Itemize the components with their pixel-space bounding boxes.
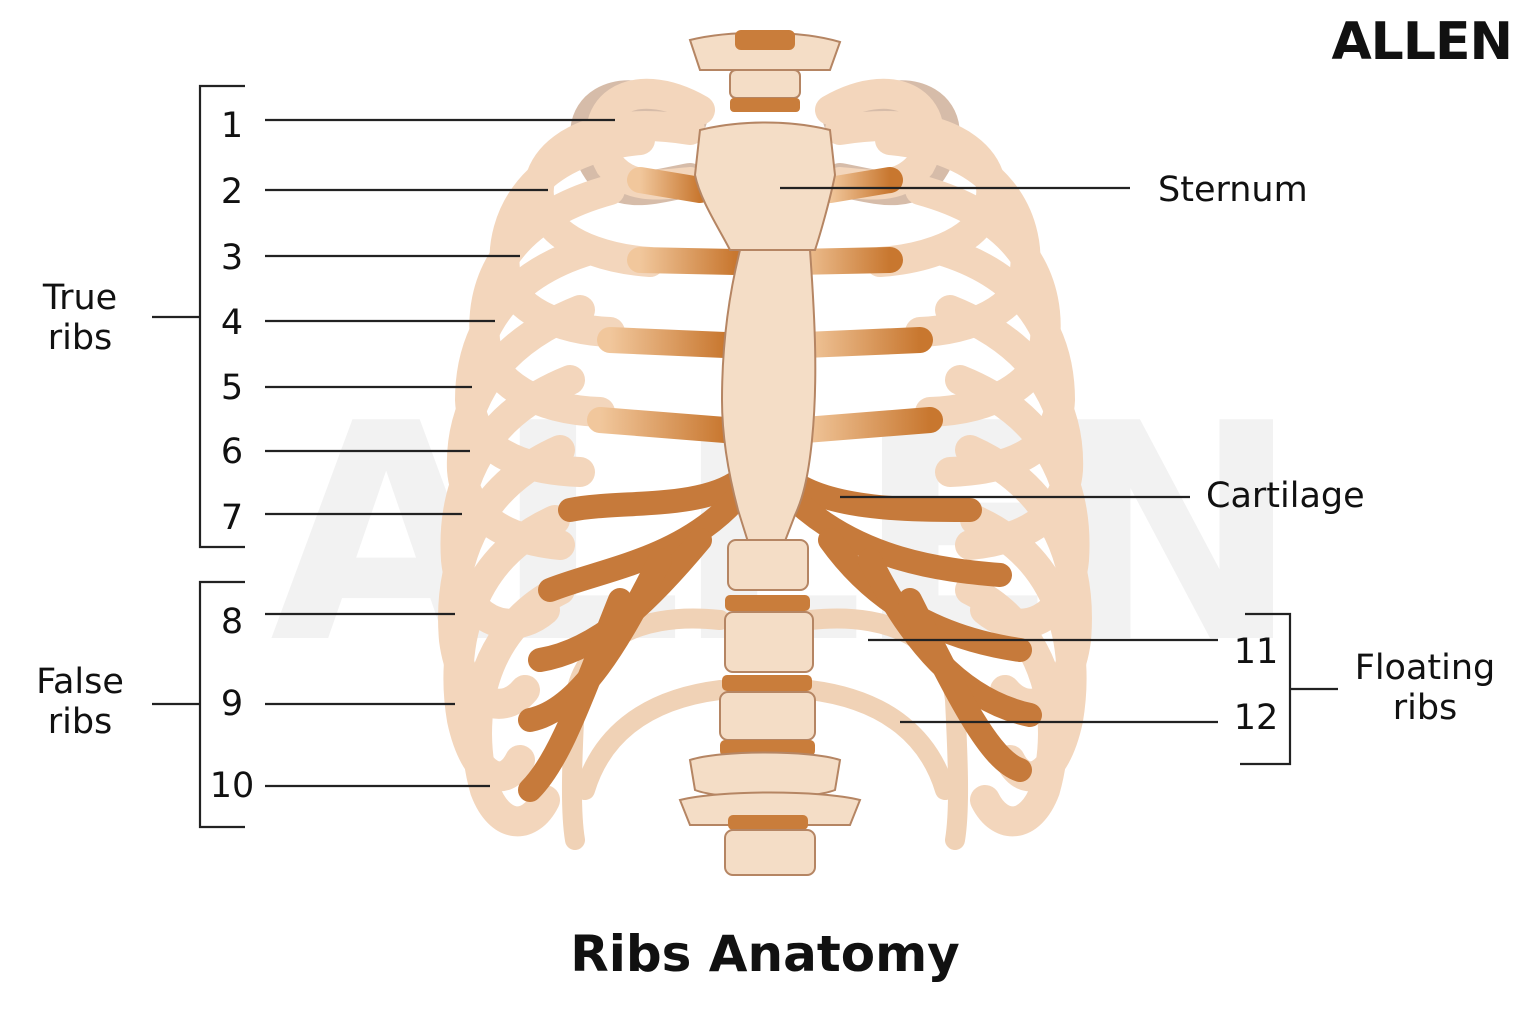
rib-number-8: 8 — [220, 602, 244, 642]
sternum-label: Sternum — [1158, 170, 1308, 210]
diagram-title: Ribs Anatomy — [570, 925, 960, 983]
floating-ribs-label: Floating ribs — [1354, 648, 1496, 728]
sternum — [693, 121, 837, 581]
rib-number-9: 9 — [220, 684, 244, 724]
rib-12-right — [800, 680, 955, 800]
leader-lines — [265, 118, 1218, 788]
group-brackets — [152, 84, 1338, 829]
rib-10-left — [462, 575, 575, 837]
rib-number-7: 7 — [220, 498, 244, 538]
brand-logo: ALLEN — [1331, 12, 1513, 72]
ribs — [438, 78, 1092, 850]
rib-number-5: 5 — [220, 368, 244, 408]
rib-number-11: 11 — [1233, 632, 1279, 672]
rib-number-1: 1 — [220, 106, 244, 146]
rib-number-6: 6 — [220, 432, 244, 472]
rib-number-3: 3 — [220, 238, 244, 278]
rib-9-right — [960, 505, 1087, 792]
rib-number-10: 10 — [209, 766, 255, 806]
rib-number-2: 2 — [220, 172, 244, 212]
true-ribs-label: True ribs — [42, 278, 118, 358]
rib-number-4: 4 — [220, 303, 244, 343]
spine — [678, 30, 862, 876]
rib-9-left — [443, 505, 570, 792]
false-ribs-label: False ribs — [36, 662, 124, 742]
rib-10-right — [955, 575, 1068, 837]
cartilage-label: Cartilage — [1206, 476, 1365, 516]
rib-number-12: 12 — [1233, 698, 1279, 738]
costal-cartilage — [518, 167, 1042, 802]
rib-12-left — [575, 680, 730, 800]
